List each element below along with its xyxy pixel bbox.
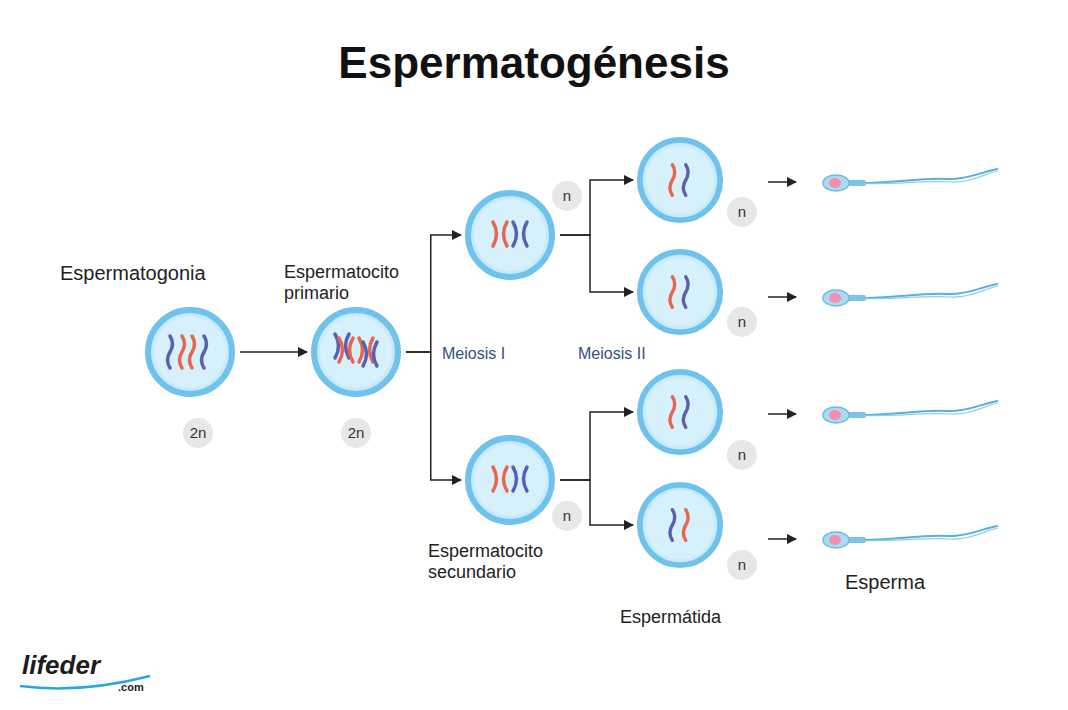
ploidy-badge: n [727,307,757,337]
division-arrow [240,351,307,353]
division-arrow [560,235,633,292]
division-arrow [560,412,633,480]
title: Espermatogénesis [0,38,1068,88]
cell-circle: n [636,248,724,336]
division-arrow [406,352,461,480]
cell-circle: Espermatocito primario2n [310,306,402,398]
division-arrow [406,235,461,352]
phase-label: Meiosis I [442,345,505,363]
cell-circle: n [636,368,724,456]
ploidy-badge: n [727,197,757,227]
cell-outline [144,306,236,398]
logo-text: lifeder [22,650,100,681]
logo-text: .com [118,681,144,693]
phase-label: Meiosis II [578,345,646,363]
cell-outline [636,368,724,456]
cell-label: Espermátida [620,607,800,628]
ploidy-badge: n [552,501,582,531]
cell-circle: n [464,189,556,281]
cell-outline [636,481,724,569]
ploidy-badge: n [552,181,582,211]
cell-outline [310,306,402,398]
cell-circle: Espermátidan [636,481,724,569]
cell-label: Espermatocito primario [284,262,434,303]
ploidy-badge: 2n [341,418,371,448]
ploidy-badge: 2n [183,418,213,448]
sperm-cell [823,169,998,548]
cell-circle: Espermatocito secundarion [464,434,556,526]
cell-circle: Espermatogonia2n [144,306,236,398]
cell-circle: n [636,136,724,224]
ploidy-badge: n [727,440,757,470]
arrow-to-sperm [768,182,796,539]
cell-outline [636,248,724,336]
cell-label: Espermatocito secundario [428,541,608,582]
cell-outline [636,136,724,224]
cell-outline [464,189,556,281]
cell-label: Esperma [845,571,925,594]
cell-outline [464,434,556,526]
cell-label: Espermatogonia [60,262,270,285]
ploidy-badge: n [727,550,757,580]
